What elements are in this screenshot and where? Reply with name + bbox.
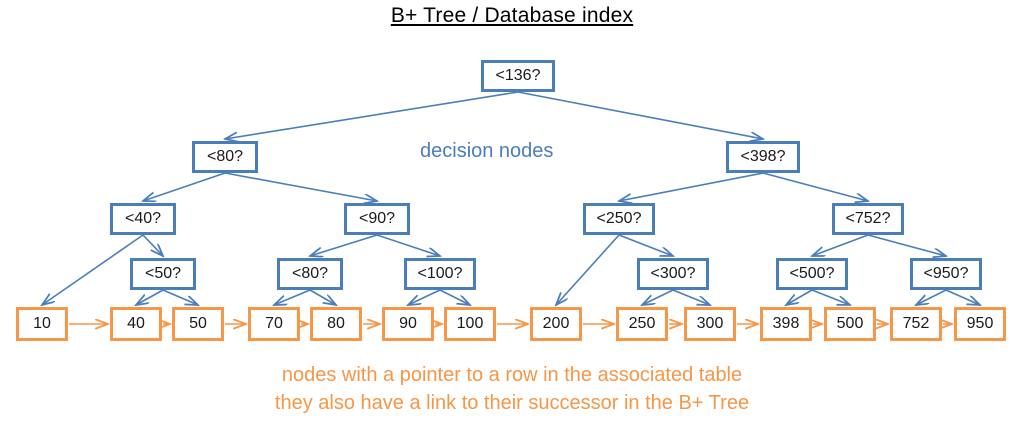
leaf-node-l500[interactable]: 500 bbox=[824, 307, 876, 341]
tree-edge-d752-to-d950 bbox=[867, 234, 946, 256]
decision-node-d136[interactable]: <136? bbox=[481, 60, 555, 92]
node-label: <90? bbox=[358, 210, 396, 227]
tree-edge-d100-to-l100 bbox=[439, 289, 470, 305]
decision-node-d300[interactable]: <300? bbox=[637, 258, 709, 290]
leaf-node-l398[interactable]: 398 bbox=[760, 307, 812, 341]
tree-edge-d80-to-d90 bbox=[224, 172, 377, 201]
node-label: <100? bbox=[417, 265, 463, 282]
tree-edge-d752-to-d500 bbox=[812, 234, 869, 256]
decision-nodes-label: decision nodes bbox=[420, 140, 554, 162]
tree-edge-d398-to-d752 bbox=[762, 172, 868, 201]
tree-edge-d950-to-l752 bbox=[916, 289, 947, 305]
tree-edge-d950-to-l950 bbox=[945, 289, 980, 305]
decision-node-d50[interactable]: <50? bbox=[130, 258, 196, 290]
node-label: 90 bbox=[399, 315, 417, 332]
tree-edge-d80b-to-l80 bbox=[309, 289, 336, 305]
decision-node-d250[interactable]: <250? bbox=[583, 203, 655, 235]
tree-edge-d50-to-l40 bbox=[136, 289, 164, 305]
tree-edge-d90-to-d100 bbox=[376, 234, 440, 256]
node-label: <752? bbox=[845, 210, 891, 227]
tree-edge-d40-to-l10 bbox=[42, 234, 144, 305]
node-label: 752 bbox=[902, 315, 930, 332]
leaf-node-l100[interactable]: 100 bbox=[444, 307, 496, 341]
tree-edge-d136-to-d80 bbox=[225, 91, 519, 139]
decision-node-d80b[interactable]: <80? bbox=[277, 258, 343, 290]
node-label: 398 bbox=[772, 315, 800, 332]
node-label: <40? bbox=[124, 210, 162, 227]
decision-node-d100[interactable]: <100? bbox=[404, 258, 476, 290]
leaf-node-l950[interactable]: 950 bbox=[954, 307, 1006, 341]
tree-edge-d100-to-l90 bbox=[408, 289, 441, 305]
tree-edge-d398-to-d250 bbox=[619, 172, 764, 201]
node-label: <50? bbox=[144, 265, 182, 282]
node-label: 250 bbox=[628, 315, 656, 332]
node-label: <80? bbox=[291, 265, 329, 282]
tree-edge-d250-to-l200 bbox=[556, 234, 620, 305]
node-label: 50 bbox=[189, 315, 207, 332]
tree-edge-d50-to-l50 bbox=[162, 289, 198, 305]
leaf-caption-line-2: they also have a link to their successor… bbox=[274, 392, 750, 414]
decision-node-d500[interactable]: <500? bbox=[776, 258, 848, 290]
tree-edge-d136-to-d398 bbox=[517, 91, 763, 139]
tree-edge-d300-to-l250 bbox=[642, 289, 674, 305]
leaf-node-l80[interactable]: 80 bbox=[310, 307, 362, 341]
node-label: 950 bbox=[966, 315, 994, 332]
node-label: 70 bbox=[265, 315, 283, 332]
tree-edge-d500-to-l398 bbox=[786, 289, 813, 305]
decision-node-d398[interactable]: <398? bbox=[726, 141, 800, 173]
node-label: <398? bbox=[740, 148, 786, 165]
tree-edge-d500-to-l500 bbox=[811, 289, 850, 305]
tree-edge-d90-to-d80b bbox=[310, 234, 378, 256]
leaf-node-l250[interactable]: 250 bbox=[616, 307, 668, 341]
node-label: <80? bbox=[206, 148, 244, 165]
node-label: <300? bbox=[650, 265, 696, 282]
leaf-node-l300[interactable]: 300 bbox=[684, 307, 736, 341]
node-label: 200 bbox=[542, 315, 570, 332]
page-title: B+ Tree / Database index bbox=[390, 4, 634, 27]
tree-edge-d300-to-l300 bbox=[672, 289, 710, 305]
decision-node-d80[interactable]: <80? bbox=[192, 141, 258, 173]
node-label: <250? bbox=[596, 210, 642, 227]
leaf-node-l10[interactable]: 10 bbox=[16, 307, 68, 341]
decision-node-d950[interactable]: <950? bbox=[910, 258, 982, 290]
leaf-node-l200[interactable]: 200 bbox=[530, 307, 582, 341]
node-label: <950? bbox=[923, 265, 969, 282]
leaf-node-l70[interactable]: 70 bbox=[248, 307, 300, 341]
leaf-caption-line-1: nodes with a pointer to a row in the ass… bbox=[281, 364, 743, 386]
decision-node-d752[interactable]: <752? bbox=[832, 203, 904, 235]
node-label: 40 bbox=[127, 315, 145, 332]
tree-edge-d250-to-d300 bbox=[618, 234, 673, 256]
tree-edge-d80-to-d40 bbox=[143, 172, 226, 201]
node-label: 500 bbox=[836, 315, 864, 332]
node-label: 100 bbox=[456, 315, 484, 332]
node-label: 300 bbox=[696, 315, 724, 332]
node-label: 10 bbox=[33, 315, 51, 332]
node-label: <500? bbox=[789, 265, 835, 282]
decision-node-d40[interactable]: <40? bbox=[110, 203, 176, 235]
leaf-node-l752[interactable]: 752 bbox=[890, 307, 942, 341]
leaf-node-l40[interactable]: 40 bbox=[110, 307, 162, 341]
tree-edge-d40-to-d50 bbox=[142, 234, 163, 256]
leaf-node-l90[interactable]: 90 bbox=[382, 307, 434, 341]
node-label: 80 bbox=[327, 315, 345, 332]
node-label: <136? bbox=[495, 67, 541, 84]
decision-node-d90[interactable]: <90? bbox=[344, 203, 410, 235]
leaf-node-l50[interactable]: 50 bbox=[172, 307, 224, 341]
tree-edge-d80b-to-l70 bbox=[274, 289, 311, 305]
